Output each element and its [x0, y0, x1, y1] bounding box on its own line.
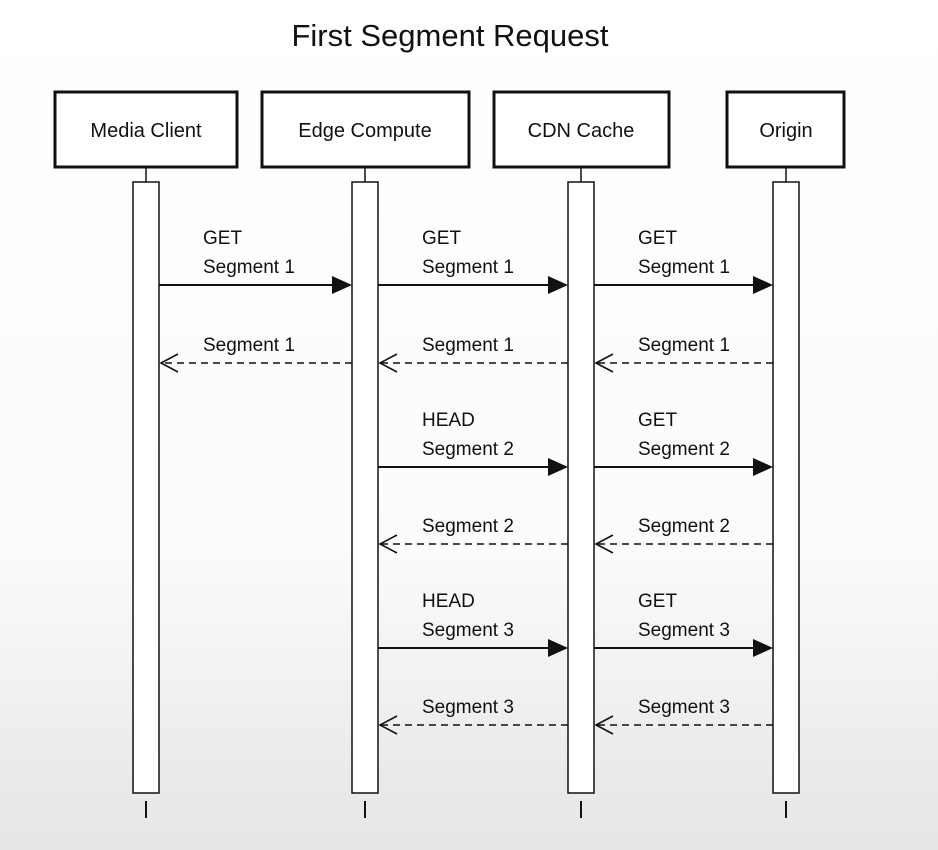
arrowhead	[548, 639, 568, 657]
message-label: Segment 2	[638, 439, 730, 460]
participant-box	[260, 90, 471, 169]
message-label: Segment 2	[638, 516, 730, 537]
message-label: GET	[203, 228, 242, 249]
participant-label: Origin	[759, 120, 812, 142]
message-label: Segment 1	[203, 335, 295, 356]
participant-media-client: Media Client	[53, 90, 239, 169]
message-label: Segment 1	[203, 257, 295, 278]
message-label: Segment 3	[422, 620, 514, 641]
lifeline-cdn-cache	[567, 167, 595, 818]
open-arrowhead	[594, 534, 614, 554]
message-label: GET	[638, 591, 677, 612]
open-arrowhead	[159, 353, 179, 373]
message-label: Segment 2	[422, 516, 514, 537]
arrowhead	[753, 276, 773, 294]
request-message: HEAD Segment 2	[378, 410, 568, 476]
message-label: Segment 1	[638, 335, 730, 356]
arrowhead	[753, 639, 773, 657]
activation-bar	[351, 181, 379, 794]
response-message: Segment 2	[594, 516, 773, 554]
arrowhead	[332, 276, 352, 294]
response-message: Segment 2	[378, 516, 568, 554]
lifeline-edge-compute	[351, 167, 379, 818]
message-label: HEAD	[422, 591, 475, 612]
message-label: Segment 3	[422, 697, 514, 718]
participant-label: Edge Compute	[298, 120, 431, 142]
message-label: GET	[422, 228, 461, 249]
message-label: Segment 1	[422, 335, 514, 356]
activation-bar	[772, 181, 800, 794]
message-label: GET	[638, 228, 677, 249]
lifeline-origin	[772, 167, 800, 818]
response-message: Segment 3	[378, 697, 568, 735]
arrowhead	[548, 458, 568, 476]
participant-edge-compute: Edge Compute	[260, 90, 471, 169]
diagram-title: First Segment Request	[291, 18, 608, 53]
arrowhead	[753, 458, 773, 476]
message-label: Segment 1	[638, 257, 730, 278]
message-label: Segment 1	[422, 257, 514, 278]
response-message: Segment 3	[594, 697, 773, 735]
request-message: GET Segment 2	[594, 410, 773, 476]
response-message: Segment 1	[159, 335, 352, 373]
open-arrowhead	[378, 715, 398, 735]
open-arrowhead	[378, 534, 398, 554]
message-label: Segment 3	[638, 620, 730, 641]
request-message: GET Segment 1	[594, 228, 773, 294]
message-label: HEAD	[422, 410, 475, 431]
open-arrowhead	[594, 353, 614, 373]
lifeline-media-client	[132, 167, 160, 818]
response-message: Segment 1	[378, 335, 568, 373]
request-message: HEAD Segment 3	[378, 591, 568, 657]
messages: GET Segment 1 GET Segment 1 GET Segment 1 Segm…	[159, 228, 773, 735]
participant-label: CDN Cache	[528, 120, 635, 142]
participant-origin: Origin	[725, 90, 846, 169]
response-message: Segment 1	[594, 335, 773, 373]
message-label: Segment 2	[422, 439, 514, 460]
request-message: GET Segment 1	[159, 228, 352, 294]
participant-cdn-cache: CDN Cache	[492, 90, 671, 169]
participant-box	[725, 90, 846, 169]
activation-bar	[132, 181, 160, 794]
open-arrowhead	[594, 715, 614, 735]
arrowhead	[548, 276, 568, 294]
request-message: GET Segment 3	[594, 591, 773, 657]
participant-label: Media Client	[90, 120, 202, 142]
activation-bar	[567, 181, 595, 794]
request-message: GET Segment 1	[378, 228, 568, 294]
message-label: Segment 3	[638, 697, 730, 718]
participant-box	[53, 90, 239, 169]
message-label: GET	[638, 410, 677, 431]
open-arrowhead	[378, 353, 398, 373]
